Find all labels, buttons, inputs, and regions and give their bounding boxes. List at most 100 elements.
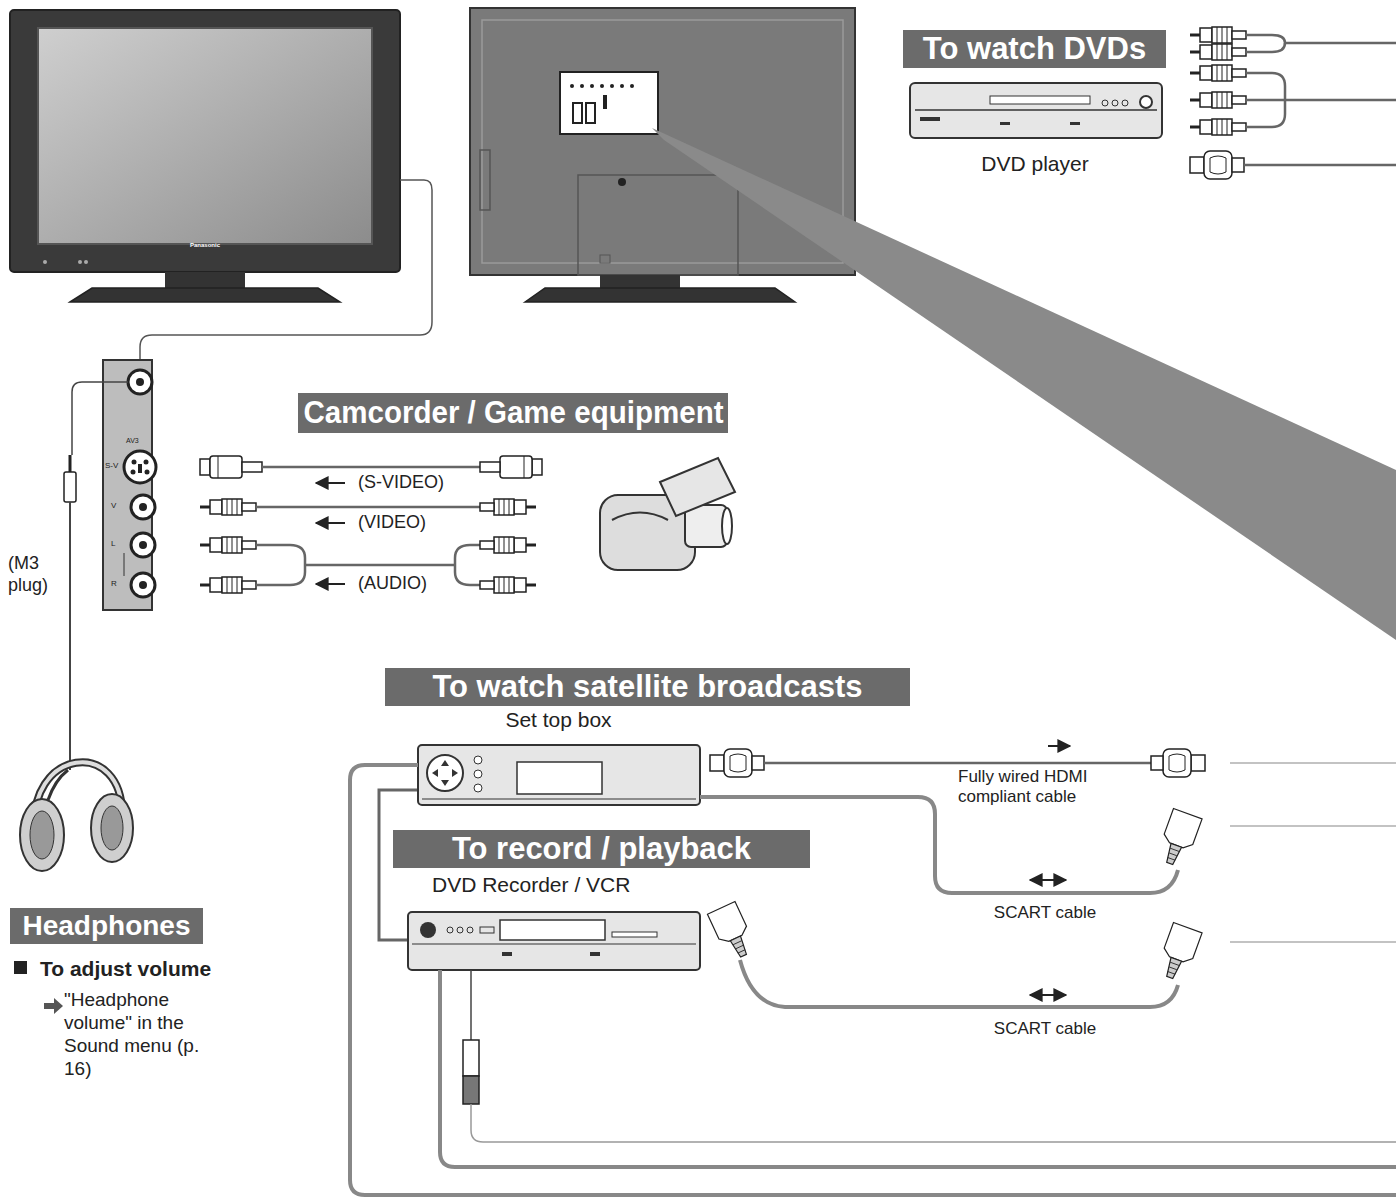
set-top-box-illustration-part [432,760,458,786]
tv-side-lead [140,180,432,360]
side-panel-part [144,460,149,465]
satellite-cables-part [1230,825,1396,826]
device-caption: DVD player [981,152,1088,176]
satellite-cables-part [1151,749,1205,777]
recorder-illustration-part [502,952,512,956]
section-band: To record / playback [393,830,810,868]
camcorder-cables-part [480,577,536,593]
front-tv [10,10,400,302]
section-band: Camcorder / Game equipment [298,393,728,433]
set-top-box-illustration-part [474,756,482,764]
set-top-box-illustration-part [418,745,700,805]
camcorder-cables-part [480,499,536,515]
dvd-cables-part [1246,35,1396,43]
dvd-cables-part [1190,65,1246,81]
recorder-illustration-part [447,927,453,933]
rear-tv-part [480,150,490,210]
recorder-cables-part [463,1076,479,1104]
recorder-illustration-part [467,927,473,933]
satellite-cables-part [1048,745,1070,747]
dvd-player-illustration-part [990,96,1090,104]
recorder-illustration-part [480,927,494,933]
rear-tv-part [618,178,626,186]
set-top-box-illustration-part [474,784,482,792]
device-caption: Set top box [505,708,611,732]
camcorder-cables [200,456,542,593]
headphone-cable-part [69,455,72,472]
set-top-box-illustration-part [427,755,463,791]
rear-tv-part [578,175,738,275]
camcorder-cables-part [316,482,345,484]
dvd-player-illustration-part [1102,100,1108,106]
rear-tv-part [620,84,624,88]
recorder-illustration-part [412,944,696,945]
dvd-cables-part [1244,164,1396,167]
camcorder-illustration [600,458,735,570]
satellite-cables-part [1230,762,1396,763]
text-label: R [111,579,117,589]
camcorder-cables-part [480,456,542,478]
dvd-cables-part [1246,99,1396,102]
section-band: To watch satellite broadcasts [385,668,910,706]
rear-tv-part [590,84,594,88]
tv-side-lead-part [140,180,432,360]
front-tv-part [84,260,88,264]
headphone-cable-part [69,502,71,770]
side-panel-part [139,503,147,511]
text-label: (VIDEO) [358,512,426,534]
camcorder-illustration-part [612,513,668,521]
front-tv-part [10,10,400,272]
note-symbols-part [14,961,27,974]
dvd-cables-part [1190,27,1246,43]
headphones-illustration-part [20,799,64,871]
camcorder-cables-part [200,456,262,478]
headphone-cable-part [72,382,128,455]
camcorder-cables-part [316,583,345,585]
recorder-illustration-part [500,920,605,940]
camcorder-cables-part [256,506,480,509]
headphones-illustration [20,762,133,871]
set-top-box-illustration-part [422,799,696,800]
section-band: Headphones [10,908,203,944]
side-panel-part [124,553,125,576]
zoom-wedge-part [652,128,1396,640]
side-panel-part [132,460,137,465]
camcorder-illustration-part [722,508,732,544]
dvd-player-illustration-part [1112,100,1118,106]
text-label: (S-VIDEO) [358,472,444,494]
text-label: L [111,539,115,549]
front-tv-part [43,260,47,264]
side-panel-part [136,378,144,386]
side-panel-part [124,451,156,483]
dvd-cables-part [1190,92,1246,108]
side-panel-part [131,470,136,475]
text-label: To adjust volume [40,956,211,981]
rear-tv-part [630,84,634,88]
dvd-player-illustration-part [1122,100,1128,106]
dvd-player-illustration-part [915,109,1157,111]
device-caption: DVD Recorder / VCR [432,873,630,897]
dvd-player-illustration-part [1140,96,1152,108]
zoom-wedge [652,128,1396,640]
band-title: To watch DVDs [923,31,1146,67]
rear-tv-part [580,84,584,88]
note-symbols-part [44,998,63,1014]
rear-tv-part [600,84,604,88]
recorder-cables-part [1030,994,1066,996]
camcorder-cables-part [316,522,345,524]
recorder-illustration [408,912,700,970]
rear-tv-part [610,84,614,88]
side-panel-part [139,581,147,589]
headphones-illustration-part [48,770,68,800]
side-panel-part [145,470,150,475]
rear-tv-part [525,288,795,302]
recorder-cables-part [740,960,1178,1007]
device-node: DVD player [905,78,1165,176]
rear-tv-part [573,103,582,123]
recorder-cables-part [463,1040,479,1076]
camcorder-cables-part [200,577,256,593]
satellite-cables-part [1155,809,1202,869]
band-title: To watch satellite broadcasts [432,669,862,705]
headphones-illustration-part [30,811,54,859]
